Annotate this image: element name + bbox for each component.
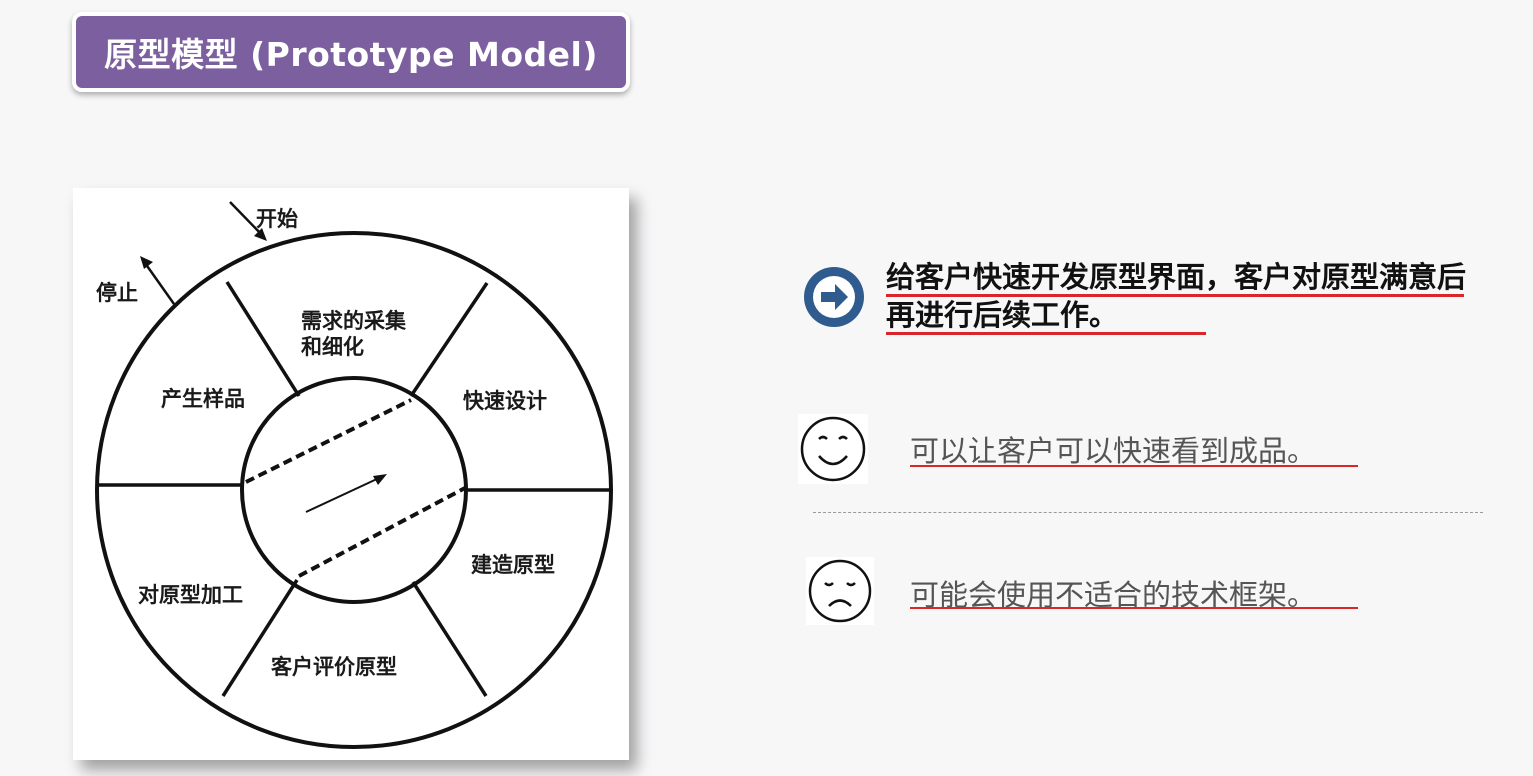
segment-quick-design: 快速设计 (463, 388, 547, 413)
main-point-underline-2 (886, 332, 1206, 335)
arrow-right-circle-icon (802, 265, 866, 329)
segment-build-prototype: 建造原型 (471, 552, 555, 577)
spoke-top-right (409, 282, 489, 397)
segment-requirements-line2: 和细化 (301, 334, 364, 359)
advantage-text: 可以让客户可以快速看到成品。 (910, 434, 1317, 468)
spoke-top-left (225, 281, 301, 397)
segment-customer-evaluation: 客户评价原型 (271, 654, 397, 679)
center-arrow-head (373, 474, 387, 485)
advantage-underline (910, 465, 1358, 467)
page-title: 原型模型 (Prototype Model) (104, 35, 598, 74)
spoke-bottom-left (221, 579, 299, 697)
title-banner: 原型模型 (Prototype Model) (72, 12, 630, 92)
segment-requirements-line1: 需求的采集 (301, 308, 407, 333)
spoke-bottom-right (411, 581, 488, 697)
smiley-face-icon (798, 414, 868, 484)
segment-refine-prototype: 对原型加工 (138, 582, 243, 607)
main-point-underline-1 (886, 294, 1464, 297)
dashed-chord-upper (245, 398, 412, 484)
main-point-text: 给客户快速开发原型界面，客户对原型满意后再进行后续工作。 (886, 260, 1467, 332)
stop-arrow (143, 262, 176, 305)
divider (813, 512, 1483, 513)
sad-face-icon (806, 557, 874, 625)
disadvantage-underline (910, 607, 1358, 609)
diagram-svg: 开始 停止 需求的采集 和细化 快速设计 建造原型 客户评价原型 对原型加工 产… (95, 201, 613, 749)
start-arrow (229, 201, 264, 237)
start-arrow-head (254, 228, 267, 241)
label-stop: 停止 (96, 280, 138, 305)
label-start: 开始 (256, 206, 298, 231)
segment-produce-sample: 产生样品 (161, 386, 245, 411)
dashed-chord-lower (298, 486, 466, 578)
disadvantage-text: 可能会使用不适合的技术框架。 (910, 578, 1317, 612)
stop-arrow-head (140, 256, 153, 269)
prototype-model-diagram: 开始 停止 需求的采集 和细化 快速设计 建造原型 客户评价原型 对原型加工 产… (73, 188, 629, 760)
center-arrow (305, 477, 380, 513)
